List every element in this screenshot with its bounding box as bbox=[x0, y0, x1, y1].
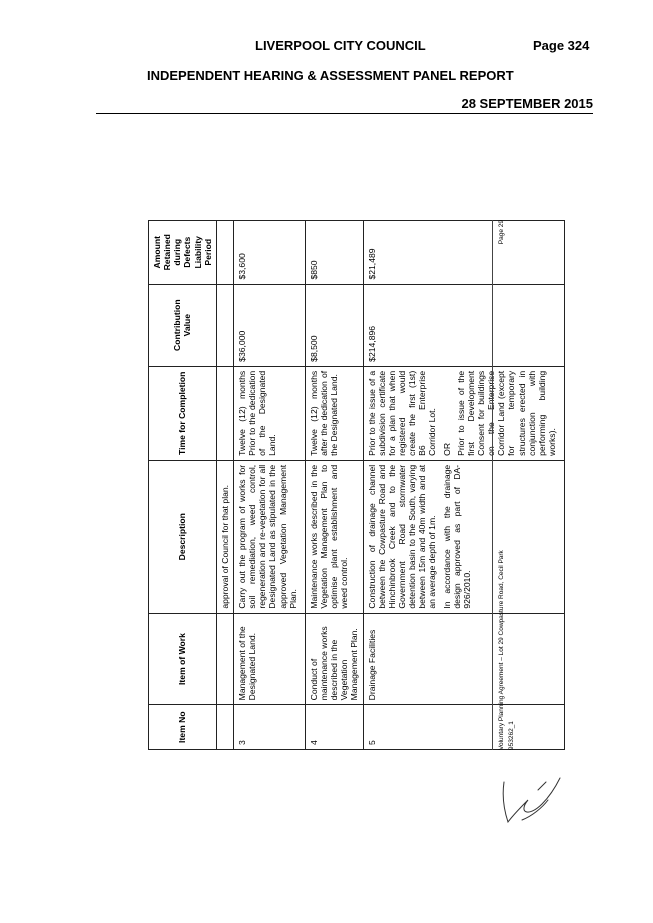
table-row: 5 Drainage Facilities Construction of dr… bbox=[363, 220, 565, 750]
description-text: In accordance with the drainage design a… bbox=[441, 464, 472, 609]
table-row: 4 Conduct of maintenance works described… bbox=[305, 220, 364, 750]
empty-cell bbox=[216, 366, 234, 461]
item-no: 3 bbox=[233, 704, 306, 750]
contribution-value: $214,896 bbox=[363, 284, 565, 367]
continuation-row: approval of Council for that plan. bbox=[216, 220, 234, 750]
item-of-work: Drainage Facilities bbox=[363, 613, 565, 705]
description-text: Maintenance works described in the Veget… bbox=[308, 464, 350, 609]
contribution-value: $8,500 bbox=[305, 284, 364, 367]
item-of-work: Conduct of maintenance works described i… bbox=[305, 613, 364, 705]
description-text: Carry out the program of works for soil … bbox=[236, 464, 298, 609]
col-header-contribution: Contribution Value bbox=[148, 284, 217, 367]
footer-agreement-title: Voluntary Planning Agreement – Lot 29 Co… bbox=[498, 550, 505, 750]
council-name: LIVERPOOL CITY COUNCIL bbox=[255, 38, 426, 53]
time-cell: Twelve (12) months after the dedication … bbox=[305, 366, 364, 461]
empty-cell bbox=[216, 284, 234, 367]
report-date: 28 SEPTEMBER 2015 bbox=[461, 96, 593, 111]
continuation-text: approval of Council for that plan. bbox=[216, 460, 234, 614]
col-header-amount-retained: Amount Retained during Defects Liability… bbox=[148, 220, 217, 285]
amount-retained: $850 bbox=[305, 220, 364, 285]
contribution-value: $36,000 bbox=[233, 284, 306, 367]
footer-rule bbox=[492, 220, 493, 750]
time-cell: Prior to the issue of a subdivision cert… bbox=[363, 366, 565, 461]
empty-cell bbox=[216, 220, 234, 285]
description-cell: Carry out the program of works for soil … bbox=[233, 460, 306, 614]
item-of-work: Management of the Designated Land. bbox=[233, 613, 306, 705]
amount-retained: $21,489 bbox=[363, 220, 565, 285]
description-text: Construction of drainage channel between… bbox=[366, 464, 438, 609]
empty-cell bbox=[216, 704, 234, 750]
item-no: 5 bbox=[363, 704, 565, 750]
time-text: Prior to issue of the first Development … bbox=[455, 370, 557, 456]
col-header-item-no: Item No bbox=[148, 704, 217, 750]
time-text: Twelve (12) months after the dedication … bbox=[308, 370, 340, 456]
table-row: 3 Management of the Designated Land. Car… bbox=[233, 220, 306, 750]
empty-cell bbox=[216, 613, 234, 705]
time-text: Twelve (12) months Prior to the dedicati… bbox=[236, 370, 278, 456]
description-cell: Maintenance works described in the Veget… bbox=[305, 460, 364, 614]
time-text: Prior to the issue of a subdivision cert… bbox=[366, 370, 438, 456]
page-number: Page 324 bbox=[533, 38, 590, 53]
report-title: INDEPENDENT HEARING & ASSESSMENT PANEL R… bbox=[147, 68, 514, 83]
col-header-time: Time for Completion bbox=[148, 366, 217, 461]
col-header-description: Description bbox=[148, 460, 217, 614]
time-cell: Twelve (12) months Prior to the dedicati… bbox=[233, 366, 306, 461]
signature-mark bbox=[502, 777, 561, 824]
table-header-row: Item No Item of Work Description Time fo… bbox=[148, 220, 217, 750]
rotated-scanned-page: Item No Item of Work Description Time fo… bbox=[148, 220, 565, 750]
footer-page-number: Page 29 bbox=[498, 220, 505, 245]
col-header-item-of-work: Item of Work bbox=[148, 613, 217, 705]
time-text: OR bbox=[441, 442, 452, 456]
footer-reference: 953262_1 bbox=[508, 721, 515, 750]
item-no: 4 bbox=[305, 704, 364, 750]
header-rule bbox=[96, 113, 593, 114]
amount-retained: $3,600 bbox=[233, 220, 306, 285]
description-cell: Construction of drainage channel between… bbox=[363, 460, 565, 614]
